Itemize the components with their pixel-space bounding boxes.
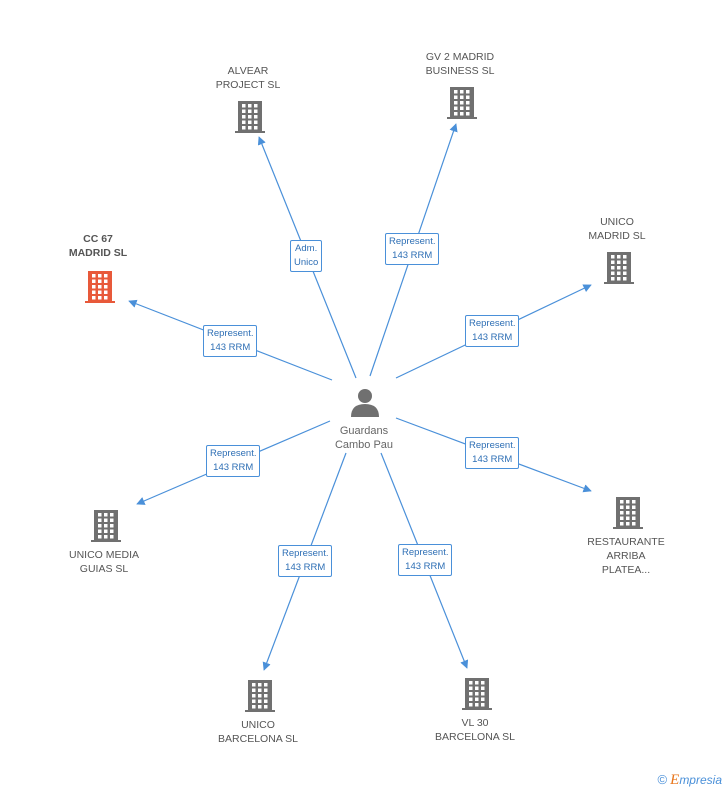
copyright-symbol: ©: [657, 772, 668, 787]
brand-name-rest: mpresia: [679, 773, 722, 787]
edge-label-gv2: Represent. 143 RRM: [385, 233, 440, 265]
company-label-unico-bcn[interactable]: UNICO BARCELONA SL: [218, 719, 298, 745]
company-building-icon-unico-madrid[interactable]: [604, 252, 634, 284]
company-building-icon-alvear[interactable]: [235, 101, 265, 133]
edge-label-restaurante: Represent. 143 RRM: [465, 437, 520, 469]
company-label-gv2[interactable]: GV 2 MADRID BUSINESS SL: [425, 51, 495, 77]
company-building-icon-gv2[interactable]: [447, 87, 477, 119]
company-label-cc67[interactable]: CC 67 MADRID SL: [68, 233, 128, 259]
edge-label-unico-media: Represent. 143 RRM: [206, 445, 261, 477]
brand-watermark: ©Empresia: [658, 772, 722, 789]
company-building-icon-cc67[interactable]: [85, 271, 115, 303]
edge-label-vl30: Represent. 143 RRM: [398, 544, 453, 576]
edge-label-alvear: Adm. Unico: [290, 240, 323, 272]
company-label-unico-madrid[interactable]: UNICO MADRID SL: [588, 216, 646, 242]
company-label-unico-media[interactable]: UNICO MEDIA GUIAS SL: [68, 549, 139, 575]
company-building-icon-unico-bcn[interactable]: [245, 680, 275, 712]
edge-label-cc67: Represent. 143 RRM: [203, 325, 258, 357]
company-building-icon-unico-media[interactable]: [91, 510, 121, 542]
company-building-icon-restaurante[interactable]: [613, 497, 643, 529]
company-label-restaurante[interactable]: RESTAURANTE ARRIBA PLATEA...: [587, 536, 665, 576]
edge-label-unico-bcn: Represent. 143 RRM: [278, 545, 333, 577]
edge-label-unico-madrid: Represent. 143 RRM: [465, 315, 520, 347]
company-label-vl30[interactable]: VL 30 BARCELONA SL: [435, 717, 515, 743]
company-building-icon-vl30[interactable]: [462, 678, 492, 710]
brand-name-first: E: [670, 772, 680, 788]
company-label-alvear[interactable]: ALVEAR PROJECT SL: [215, 65, 281, 91]
center-person-label[interactable]: Guardans Cambo Pau: [334, 425, 394, 451]
person-icon[interactable]: [351, 389, 379, 417]
